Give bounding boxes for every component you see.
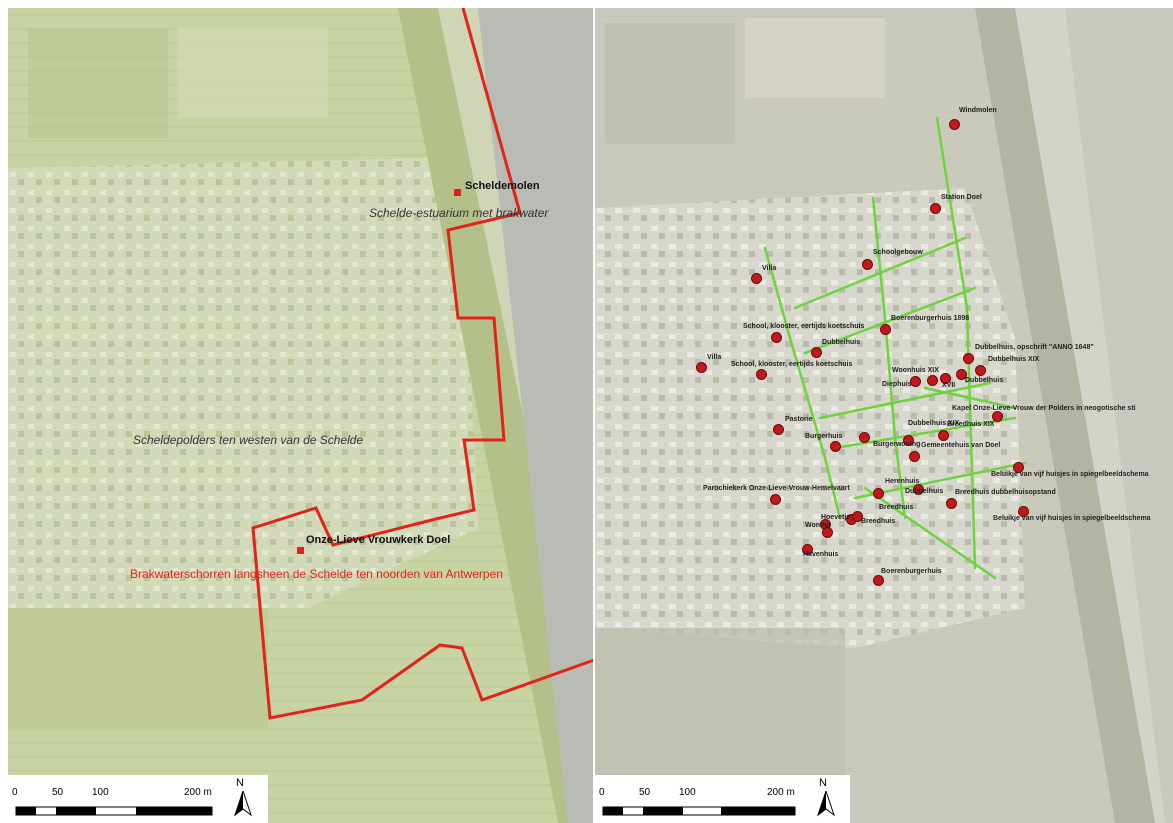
poi-marker[interactable] [1013,462,1024,473]
north-label: N [236,777,244,789]
poi-label: Dubbelhuis XIX [908,420,960,427]
poi-label: Herenhuis [885,478,920,485]
poi-marker[interactable] [859,432,870,443]
poi-label: Pastorie [785,416,813,423]
poi-marker[interactable] [822,527,833,538]
poi-label: Villa [707,354,722,361]
poi-marker[interactable] [946,498,957,509]
poi-marker[interactable] [852,511,863,522]
brackish-label: Brakwaterschorren langsheen de Schelde t… [130,567,503,581]
poi-marker[interactable] [910,376,921,387]
poi-marker[interactable] [873,488,884,499]
poi-marker[interactable] [873,575,884,586]
north-label: N [819,777,827,789]
scale-tick: 200 m [767,787,795,798]
poi-label: Diephuis [882,381,912,388]
poi-marker[interactable] [880,324,891,335]
poi-marker[interactable] [862,259,873,270]
poi-marker[interactable] [903,435,914,446]
scale-tick: 0 [12,787,18,798]
poi-marker[interactable] [930,203,941,214]
poi-marker[interactable] [696,362,707,373]
scheldemolen-label: Scheldemolen [465,180,540,192]
poi-marker[interactable] [756,369,767,380]
poi-label: Windmolen [959,107,997,114]
poi-label: Dubbelhuis, opschrift "ANNO 1648" [975,344,1094,351]
north-arrow-icon [234,791,252,817]
poi-label: Parochiekerk Onze-Lieve-Vrouw-Hemelvaart [703,485,850,492]
scheldemolen-marker [454,189,461,196]
church-label: Onze-Lieve Vrouwkerk Doel [306,534,451,546]
poi-label: Boerenburgerhuis [881,568,942,575]
scale-bar: 0 50 100 200 m N [595,775,850,823]
north-arrow-icon [817,791,835,817]
poi-label: Woonhuis XIX [892,367,939,374]
poi-label: Beluikje van vijf huisjes in spiegelbeel… [991,471,1149,478]
poi-label: Breedhuis [879,504,914,511]
poi-label: Hoevetje [821,514,851,521]
poi-marker[interactable] [811,347,822,358]
poi-label: Dubbelhuis [822,339,861,346]
poi-label: Breedhuis dubbelhuisopstand [955,489,1056,496]
poi-label: Villa [762,265,777,272]
poi-label: Boerenburgerhuis 1898 [891,315,970,322]
poi-label: Burgerhuis [805,433,843,440]
poi-label: Dubbelhuis [905,488,944,495]
poi-marker[interactable] [949,119,960,130]
scale-tick: 0 [599,787,605,798]
poi-marker[interactable] [773,424,784,435]
poi-label: Breedhuis XIX [947,421,995,428]
poi-marker[interactable] [992,411,1003,422]
left-map-panel[interactable]: Scheldemolen Schelde-estuarium met brakw… [8,8,593,823]
poi-marker[interactable] [975,365,986,376]
poi-marker[interactable] [830,441,841,452]
river-schelde [1065,8,1173,823]
scale-tick: 50 [52,787,64,798]
habitat-boundary [251,8,593,720]
poi-label: Gemeentehuis van Doel [921,442,1001,449]
left-map-base [8,8,593,823]
poi-label: Breedhuis [861,518,896,525]
poi-marker[interactable] [1018,506,1029,517]
poi-marker[interactable] [927,375,938,386]
estuary-label: Schelde-estuarium met brakwater [369,206,549,220]
scale-tick: 100 [679,787,696,798]
poi-label: Beluikje van vijf huisjes in spiegelbeel… [993,515,1151,522]
poi-label: Dubbelhuis [965,377,1004,384]
poi-marker[interactable] [956,369,967,380]
poi-marker[interactable] [963,353,974,364]
poi-marker[interactable] [909,451,920,462]
poi-label: School, klooster, eertijds koetschuis [731,361,853,368]
poi-label: Schoolgebouw [873,249,923,256]
scale-tick: 100 [92,787,109,798]
poi-label: School, klooster, eertijds koetschuis [743,323,865,330]
poi-label: Woning [805,522,831,529]
poi-marker[interactable] [751,273,762,284]
poi-marker[interactable] [940,373,951,384]
scale-bar: 0 50 100 200 m N [8,775,268,823]
poi-marker[interactable] [913,484,924,495]
poi-marker[interactable] [770,494,781,505]
poi-marker[interactable] [802,544,813,555]
poi-marker[interactable] [771,332,782,343]
river-schelde [478,8,593,823]
poi-label: Kapel Onze-Lieve-Vrouw der Polders in ne… [952,405,1136,412]
scale-tick: 200 m [184,787,212,798]
church-marker [297,547,304,554]
polders-label: Scheldepolders ten westen van de Schelde [133,433,364,447]
poi-label: Havenhuis [803,551,839,558]
poi-label: Dubbelhuis XIX [988,356,1040,363]
scale-tick: 50 [639,787,651,798]
right-map-base [595,8,1173,823]
poi-label: XVII [942,382,956,389]
poi-label: Burgerwoning [873,441,921,448]
poi-label: Station Doel [941,194,982,201]
poi-marker[interactable] [938,430,949,441]
